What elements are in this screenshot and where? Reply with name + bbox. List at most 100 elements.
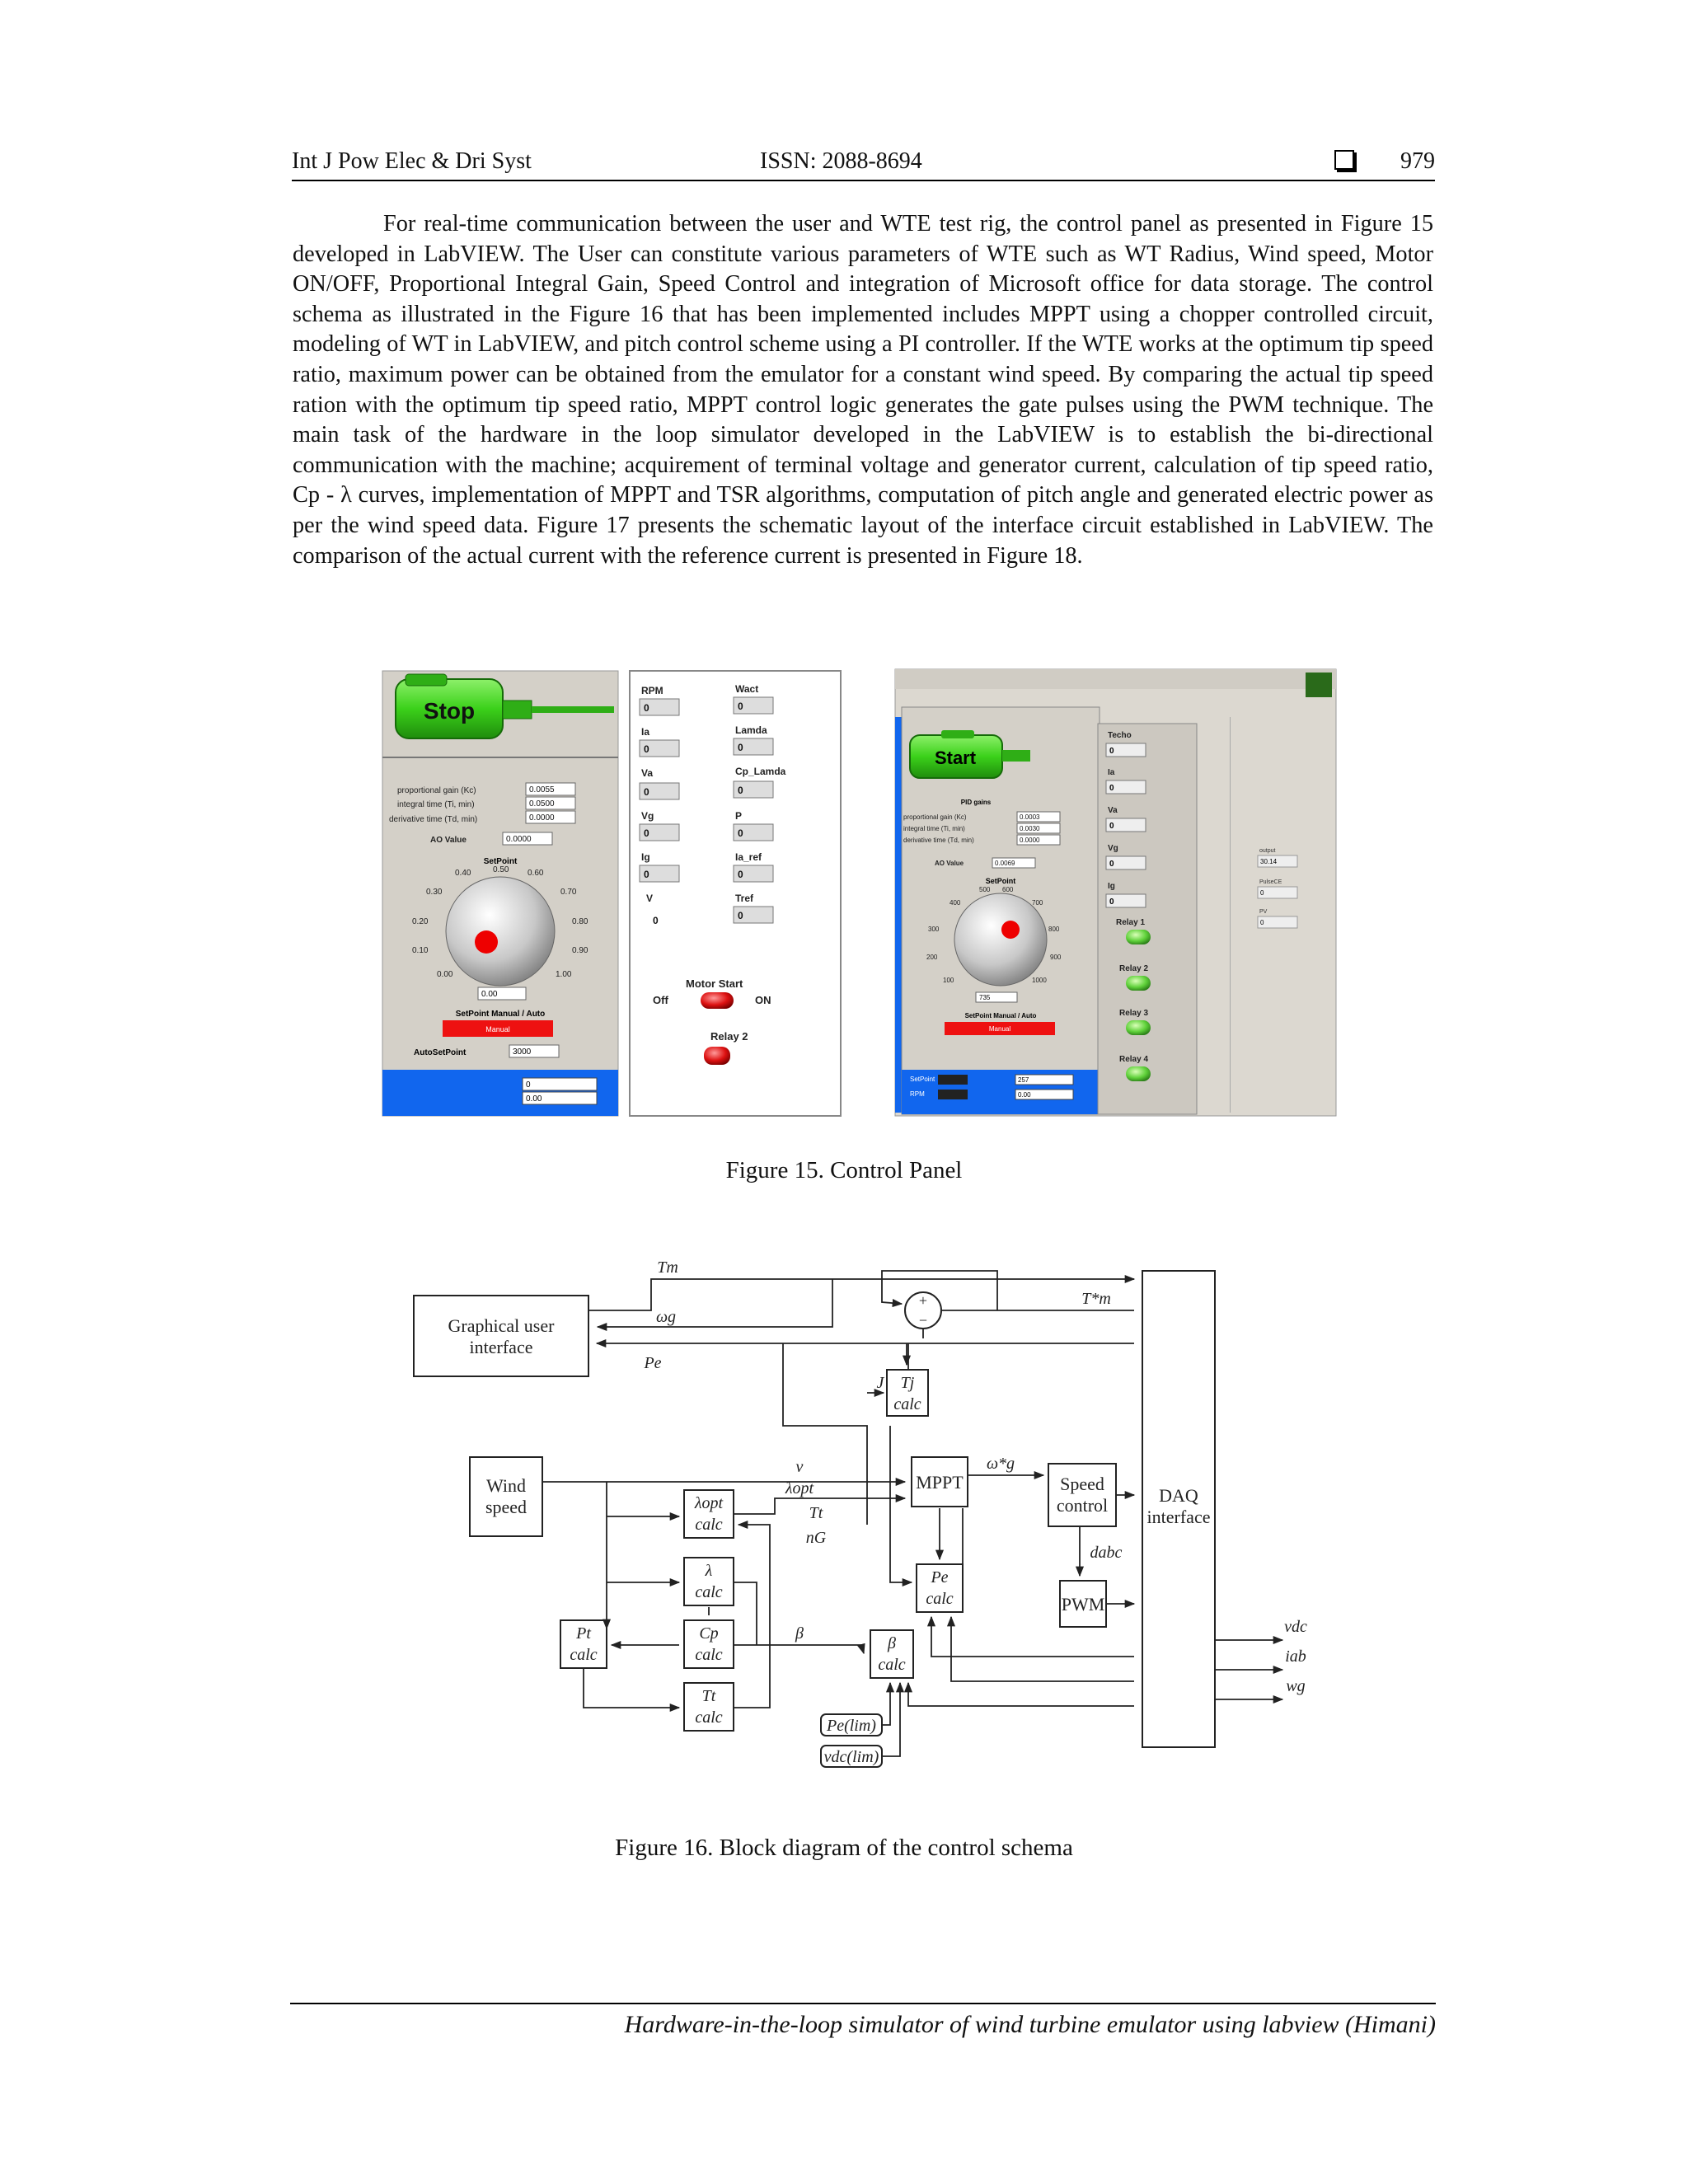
svg-text:Vg: Vg (1108, 844, 1118, 853)
svg-text:0.90: 0.90 (572, 946, 588, 955)
svg-text:integral time (Ti, min): integral time (Ti, min) (903, 825, 965, 832)
svg-text:λopt: λopt (785, 1479, 814, 1497)
mode-button[interactable] (443, 1020, 553, 1037)
left-control-panel: Stop proportional gain (Kc) integral tim… (382, 670, 619, 1117)
wind-label-1: Wind (486, 1475, 526, 1496)
svg-text:P: P (735, 810, 742, 822)
page-footer: Hardware-in-the-loop simulator of wind t… (290, 2003, 1436, 2038)
svg-text:0: 0 (644, 827, 649, 839)
motor-start-label: Motor Start (686, 977, 743, 990)
start-button[interactable]: Start (909, 730, 1030, 779)
stop-button[interactable]: Stop (395, 673, 614, 739)
svg-text:Manual: Manual (485, 1025, 510, 1033)
svg-text:vdc: vdc (1284, 1618, 1307, 1636)
svg-text:calc: calc (570, 1646, 597, 1664)
svg-text:ω*g: ω*g (987, 1455, 1015, 1473)
pwm-label: PWM (1062, 1594, 1105, 1615)
svg-text:0: 0 (738, 827, 743, 839)
kc-field[interactable]: 0.0055 (529, 785, 555, 794)
svg-text:vdc(lim): vdc(lim) (824, 1748, 879, 1766)
svg-text:100: 100 (943, 977, 954, 984)
svg-text:Pe(lim): Pe(lim) (826, 1717, 876, 1735)
svg-text:0.00: 0.00 (526, 1094, 542, 1104)
lambda-calc-block (683, 1557, 734, 1606)
daq-label-2: interface (1147, 1507, 1211, 1527)
page-number: 979 (1400, 148, 1435, 174)
relay2-label: Relay 2 (710, 1030, 748, 1043)
svg-text:Wact: Wact (735, 683, 758, 695)
relay1-led[interactable] (1126, 930, 1151, 944)
page-number-block: 979 (1334, 148, 1435, 175)
right-setpoint-dial[interactable] (954, 893, 1048, 987)
svg-text:0: 0 (1260, 889, 1264, 897)
svg-text:Cp_Lamda: Cp_Lamda (735, 766, 786, 777)
right-dial-ticks: 500 600 400 700 300 800 200 900 100 1000 (926, 886, 1062, 984)
ao-field[interactable]: 0.0000 (506, 835, 532, 844)
svg-text:RPM: RPM (641, 685, 663, 696)
dial-ticks: 0.40 0.50 0.60 0.30 0.70 0.20 0.80 0.10 … (412, 865, 588, 979)
svg-text:800: 800 (1048, 926, 1060, 933)
motor-start-switch[interactable] (701, 992, 734, 1009)
setpoint-dial[interactable] (445, 876, 556, 987)
svg-text:0: 0 (738, 869, 743, 880)
svg-text:30.14: 30.14 (1260, 858, 1278, 865)
svg-text:0.00: 0.00 (1018, 1091, 1031, 1099)
svg-text:RPM: RPM (910, 1090, 925, 1098)
svg-text:−: − (919, 1312, 927, 1329)
readings-panel: RPM Ia Va Vg Ig V Wact Lamda Cp_Lamda P … (629, 670, 842, 1117)
svg-text:Ia: Ia (1108, 768, 1115, 777)
figure-16: Graphical user interface Wind speed MPPT… (413, 1258, 1307, 1768)
auto-setpoint-field[interactable]: 3000 (513, 1047, 532, 1057)
svg-text:v: v (796, 1458, 804, 1476)
mode-label: SetPoint Manual / Auto (456, 1010, 546, 1019)
svg-text:0.20: 0.20 (412, 917, 429, 926)
svg-text:0: 0 (644, 743, 649, 755)
svg-text:Va: Va (1108, 806, 1118, 815)
tt-calc-block (683, 1682, 734, 1732)
svg-text:0: 0 (644, 786, 649, 798)
gui-block (413, 1295, 589, 1377)
svg-text:Ia_ref: Ia_ref (735, 851, 762, 863)
relay3-led[interactable] (1126, 1020, 1151, 1035)
svg-text:Relay 1: Relay 1 (1116, 918, 1145, 927)
svg-text:1000: 1000 (1032, 977, 1047, 984)
svg-text:0: 0 (644, 869, 649, 880)
td-field[interactable]: 0.0000 (529, 813, 555, 823)
stop-label: Stop (424, 698, 475, 724)
svg-text:Manual: Manual (989, 1025, 1010, 1033)
svg-text:0: 0 (1109, 747, 1114, 756)
gui-label-2: interface (470, 1337, 533, 1357)
pe-calc-block (916, 1563, 964, 1613)
svg-text:0: 0 (738, 910, 743, 921)
svg-text:0: 0 (526, 1080, 531, 1090)
svg-text:Cp: Cp (699, 1624, 718, 1643)
svg-text:0.00: 0.00 (437, 970, 453, 979)
svg-text:proportional gain (Kc): proportional gain (Kc) (903, 813, 967, 821)
svg-text:Tt: Tt (702, 1687, 716, 1705)
svg-text:SetPoint: SetPoint (910, 1076, 935, 1083)
svg-text:0.0000: 0.0000 (1020, 837, 1040, 844)
svg-text:Relay 2: Relay 2 (1119, 964, 1148, 973)
svg-text:calc: calc (926, 1590, 953, 1608)
wind-speed-block (469, 1456, 543, 1537)
svg-text:0.60: 0.60 (528, 869, 544, 878)
svg-text:300: 300 (928, 926, 940, 933)
svg-text:calc: calc (893, 1395, 921, 1413)
relay4-led[interactable] (1126, 1066, 1151, 1081)
ti-field[interactable]: 0.0500 (529, 799, 555, 808)
svg-text:0.0069: 0.0069 (995, 860, 1015, 867)
relay2-switch[interactable] (704, 1047, 730, 1065)
svg-text:0: 0 (738, 701, 743, 712)
svg-text:calc: calc (695, 1583, 722, 1601)
start-label: Start (935, 748, 977, 768)
right-mode-button[interactable] (945, 1022, 1055, 1035)
svg-text:Relay 4: Relay 4 (1119, 1055, 1148, 1064)
dial-value: 0.00 (481, 990, 498, 999)
svg-text:0: 0 (1260, 919, 1264, 926)
svg-text:Off: Off (653, 994, 668, 1006)
setpoint-label: SetPoint (484, 857, 518, 866)
svg-text:nG: nG (806, 1529, 827, 1547)
rpm-value: 0 (644, 702, 649, 714)
relay2-led[interactable] (1126, 976, 1151, 991)
svg-text:dabc: dabc (1090, 1544, 1123, 1562)
